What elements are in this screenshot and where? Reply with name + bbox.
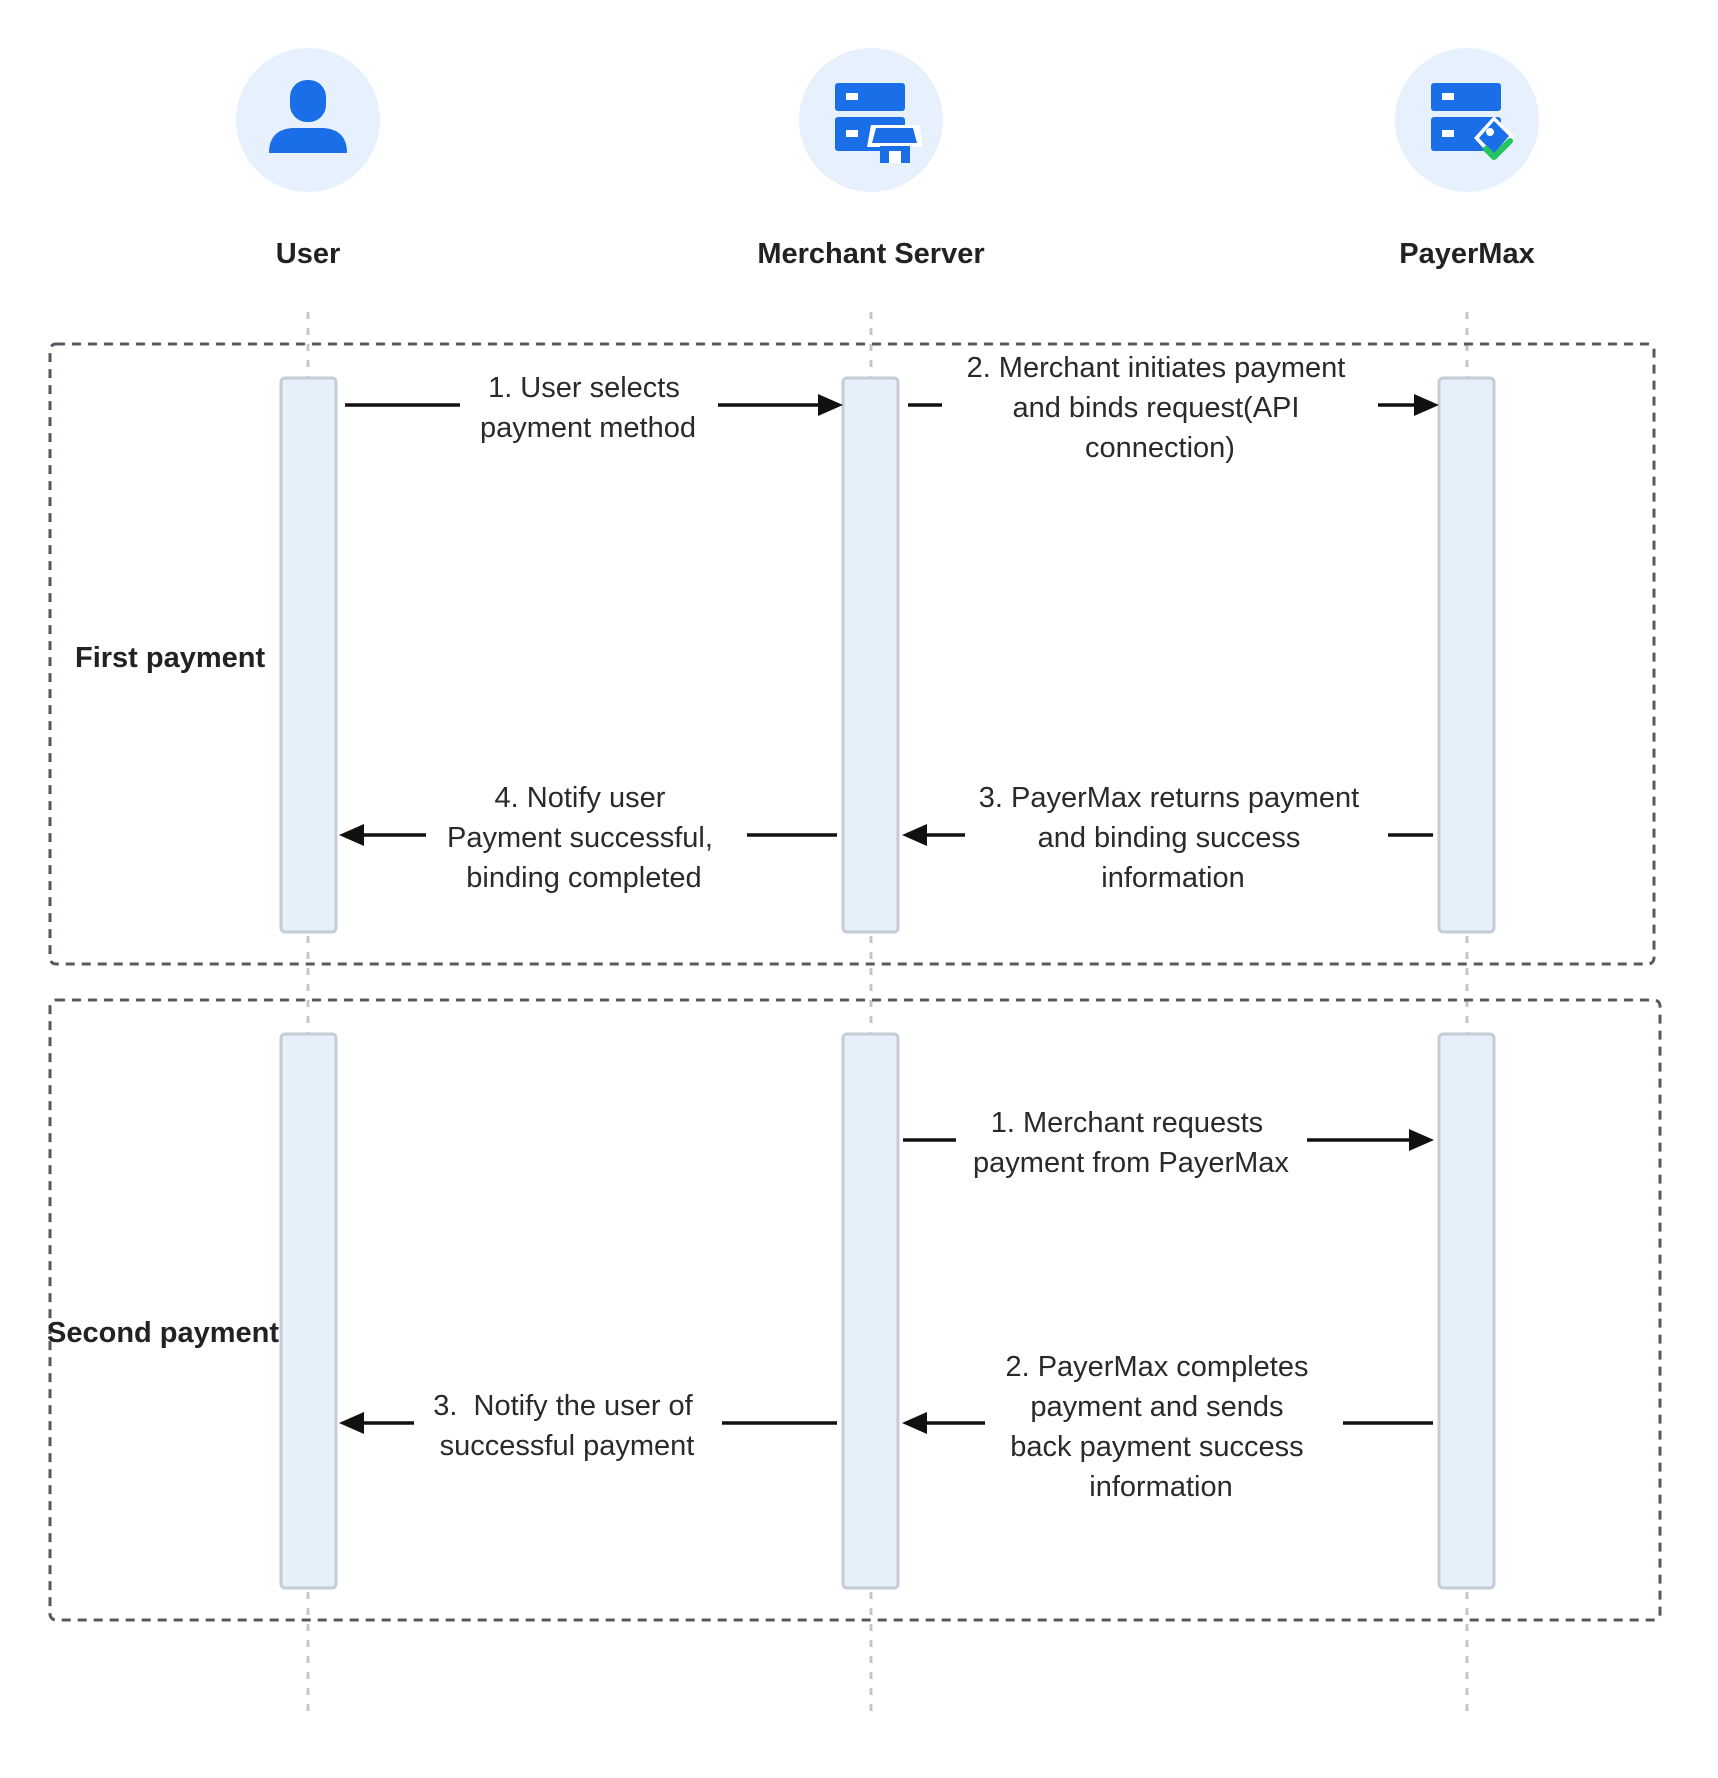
- arrowhead-right: [1414, 394, 1439, 416]
- activation-merchant-1: [841, 376, 900, 934]
- message-first-3: 3. PayerMax returns payment and binding …: [902, 782, 1433, 894]
- message-label: 2. PayerMax completes payment and sends …: [1005, 1351, 1316, 1503]
- message-label: 3. PayerMax returns payment and binding …: [979, 782, 1367, 894]
- participant-payermax: PayerMax: [1395, 48, 1539, 270]
- arrowhead-left: [902, 1412, 927, 1434]
- participant-label-merchant-server: Merchant Server: [757, 238, 984, 270]
- activation-payermax-1: [1437, 376, 1496, 934]
- message-label: 3. Notify the user of successful payment: [433, 1390, 701, 1462]
- arrowhead-right: [818, 394, 843, 416]
- activation-payermax-2: [1437, 1032, 1496, 1590]
- message-second-2: 2. PayerMax completes payment and sends …: [902, 1351, 1433, 1503]
- activation-user-1: [279, 376, 338, 934]
- message-first-2: 2. Merchant initiates payment and binds …: [908, 352, 1439, 464]
- message-label: 1. Merchant requests payment from PayerM…: [973, 1107, 1289, 1179]
- arrowhead-right: [1409, 1129, 1434, 1151]
- participant-user: User: [236, 48, 380, 270]
- second-payment-frame: [48, 998, 1662, 1622]
- user-icon: [269, 80, 347, 153]
- message-second-1: 1. Merchant requests payment from PayerM…: [903, 1107, 1434, 1179]
- participant-label-user: User: [276, 238, 341, 270]
- activation-merchant-2: [841, 1032, 900, 1590]
- message-label: 1. User selects payment method: [480, 372, 696, 444]
- first-payment-frame: [48, 342, 1656, 966]
- arrowhead-left: [902, 824, 927, 846]
- message-first-4: 4. Notify user Payment successful, bindi…: [339, 782, 837, 894]
- merchant-server-icon: [835, 83, 923, 163]
- section-label-second-payment: Second payment: [47, 1317, 279, 1349]
- message-label: 2. Merchant initiates payment and binds …: [967, 352, 1354, 464]
- message-first-1: 1. User selects payment method: [345, 372, 843, 444]
- participant-label-payermax: PayerMax: [1399, 238, 1534, 270]
- section-label-first-payment: First payment: [75, 642, 265, 674]
- message-label: 4. Notify user Payment successful, bindi…: [447, 782, 721, 894]
- activation-user-2: [279, 1032, 338, 1590]
- arrowhead-left: [339, 824, 364, 846]
- payermax-server-icon: [1431, 83, 1514, 160]
- arrowhead-left: [339, 1412, 364, 1434]
- participant-merchant-server: Merchant Server: [757, 48, 985, 270]
- message-second-3: 3. Notify the user of successful payment: [339, 1390, 837, 1462]
